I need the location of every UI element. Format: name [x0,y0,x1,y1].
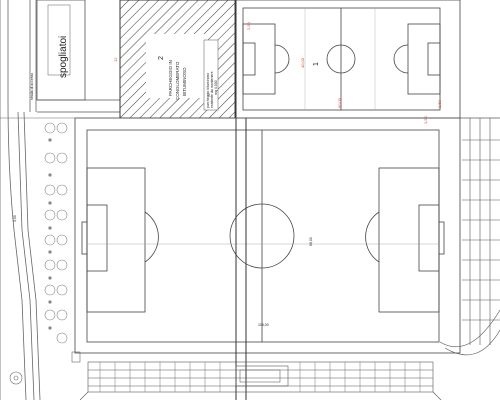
parking-label-line1: PARCHEGGIO IN [168,60,173,96]
left-street-label: strada di accesso [30,73,34,100]
tree-row [44,122,68,344]
west-dim: 12 [113,57,118,62]
left-dim: 3,00 [13,215,17,222]
bottom-grandstand [79,361,442,400]
parking-note-line3: mq 4.000 [214,80,218,95]
small-dim-margin: 1,50 [423,115,428,124]
parking-note-line1: parcheggio bituminoso [206,73,210,108]
tree-dots [48,138,52,330]
main-dim-horizontal: 105,00 [258,323,269,327]
small-dim-right: 2,50 [437,99,442,108]
parking-number: 2 [158,56,165,60]
small-features [9,351,281,385]
changing-rooms-building [36,0,120,113]
small-dim-top: 2,50 [246,21,251,30]
grandstand-steps [99,362,421,392]
training-field [234,0,461,119]
parking-note-line2: esistente da mantenere [210,71,214,108]
main-football-pitch [74,117,461,354]
small-dim-horizontal: 60,00 [337,97,342,108]
access-road-lines [0,0,41,400]
small-dim-vertical: 40,00 [300,57,305,68]
right-grandstand [439,117,500,356]
parking-label-line3: BITUMINOSO [182,67,187,96]
parking-label-line2: CONGLOMERATO [175,61,180,100]
field-number: 1 [313,62,320,66]
main-dim-vertical: 68,00 [309,237,313,246]
building-label: spogliatoi [58,36,69,78]
